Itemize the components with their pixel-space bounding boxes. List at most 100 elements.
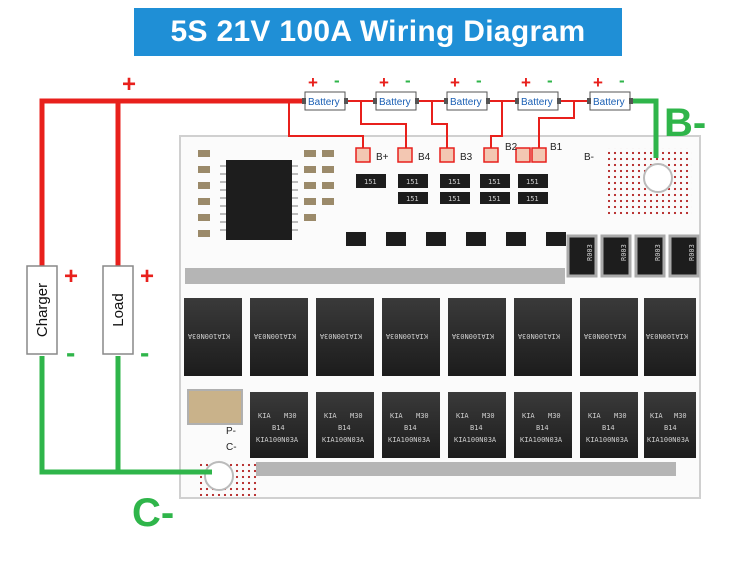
svg-text:KIA: KIA [588,412,601,420]
svg-text:151: 151 [448,178,461,186]
pcb-label-c-minus: C- [226,442,237,453]
svg-text:M30: M30 [482,412,495,420]
svg-text:M30: M30 [416,412,429,420]
svg-text:KIA100N03A: KIA100N03A [187,332,230,340]
positive-wiring [39,98,311,271]
svg-text:KIA: KIA [650,412,663,420]
svg-text:B14: B14 [664,424,677,432]
svg-text:KIA: KIA [522,412,535,420]
svg-text:151: 151 [406,195,419,203]
pad-b1a [515,147,531,163]
svg-text:KIA100N03A: KIA100N03A [388,436,431,444]
svg-text:151: 151 [488,195,501,203]
svg-text:M30: M30 [614,412,627,420]
battery-cell-1: Battery [302,91,348,111]
svg-text:B14: B14 [536,424,549,432]
pad-bplus [355,147,371,163]
charger-plus: + [64,263,78,290]
battery-cells: Battery Battery Battery Battery Battery [302,91,633,111]
battery-cell-2: Battery [373,91,419,111]
svg-text:Battery: Battery [521,97,553,108]
balance-resistors: 151 151 151 151 151 151 151 151 151 [356,174,548,204]
svg-text:KIA100N03A: KIA100N03A [645,332,688,340]
svg-text:-: - [405,71,411,90]
svg-text:-: - [476,71,482,90]
svg-text:M30: M30 [674,412,687,420]
battery-cell-3: Battery [444,91,490,111]
svg-text:151: 151 [488,178,501,186]
svg-text:KIA: KIA [456,412,469,420]
svg-text:KIA100N03A: KIA100N03A [586,436,629,444]
pcb-label-bminus: B- [584,152,594,163]
svg-text:KIA100N03A: KIA100N03A [385,332,428,340]
top-plus-mark: + [122,71,136,98]
battery-cell-5: Battery [587,91,633,111]
svg-text:KIA100N03A: KIA100N03A [583,332,626,340]
svg-text:KIA: KIA [258,412,271,420]
pcb-label-bplus: B+ [376,152,389,163]
svg-text:151: 151 [448,195,461,203]
terminal-b-minus-label: B- [664,101,706,145]
svg-text:KIA100N03A: KIA100N03A [517,332,560,340]
battery-cell-4: Battery [515,91,561,111]
pad-b3 [439,147,455,163]
control-ic [226,160,292,240]
svg-text:KIA100N03A: KIA100N03A [451,332,494,340]
svg-text:M30: M30 [350,412,363,420]
svg-text:R003: R003 [688,244,696,261]
svg-text:B14: B14 [404,424,417,432]
svg-text:Battery: Battery [308,97,340,108]
svg-text:151: 151 [526,195,539,203]
svg-text:151: 151 [406,178,419,186]
svg-text:R003: R003 [620,244,628,261]
svg-text:-: - [334,71,340,90]
svg-text:KIA100N03A: KIA100N03A [520,436,563,444]
balance-pads [355,147,547,163]
svg-text:R003: R003 [586,244,594,261]
load-box: Load [102,265,134,355]
pad-b4 [397,147,413,163]
svg-text:+: + [450,73,460,92]
svg-text:B14: B14 [272,424,285,432]
svg-text:B14: B14 [602,424,615,432]
svg-text:KIA100N03A: KIA100N03A [319,332,362,340]
load-plus: + [140,263,154,290]
svg-text:KIA100N03A: KIA100N03A [253,332,296,340]
battery-polarity-marks: + - + - + - + - + - [308,71,625,92]
balance-wiring [288,100,590,148]
pad-b1b [531,147,547,163]
charger-label: Charger [34,283,51,337]
charger-minus: - [66,337,75,368]
pcb-label-b2: B2 [505,142,518,153]
svg-text:M30: M30 [548,412,561,420]
svg-text:KIA: KIA [324,412,337,420]
svg-text:B14: B14 [338,424,351,432]
charger-box: Charger [26,265,58,355]
pcb-label-b3: B3 [460,152,473,163]
diagram-title: 5S 21V 100A Wiring Diagram [134,8,622,56]
pcb-label-b4: B4 [418,152,431,163]
svg-text:M30: M30 [284,412,297,420]
svg-text:-: - [547,71,553,90]
p-minus-pad [187,389,243,425]
load-minus: - [140,337,149,368]
shunt-resistors: R003 R003 R003 R003 [566,234,700,278]
svg-text:KIA: KIA [390,412,403,420]
svg-text:KIA100N03A: KIA100N03A [647,436,690,444]
pcb-board: B+ B4 B3 B2 B1 B- 151 151 151 151 151 15… [179,135,701,499]
svg-text:KIA100N03A: KIA100N03A [454,436,497,444]
svg-text:+: + [308,73,318,92]
svg-text:151: 151 [364,178,377,186]
svg-text:KIA100N03A: KIA100N03A [322,436,365,444]
pad-b2 [483,147,499,163]
mosfets-top-row: KIA100N03A KIA100N03A KIA100N03A KIA100N… [184,268,696,376]
pcb-label-p-minus: P- [226,426,236,437]
svg-text:Battery: Battery [450,97,482,108]
svg-text:B14: B14 [470,424,483,432]
svg-text:Battery: Battery [593,97,625,108]
pcb-label-b1: B1 [550,142,563,153]
negative-wiring [39,98,659,475]
svg-text:-: - [619,71,625,90]
